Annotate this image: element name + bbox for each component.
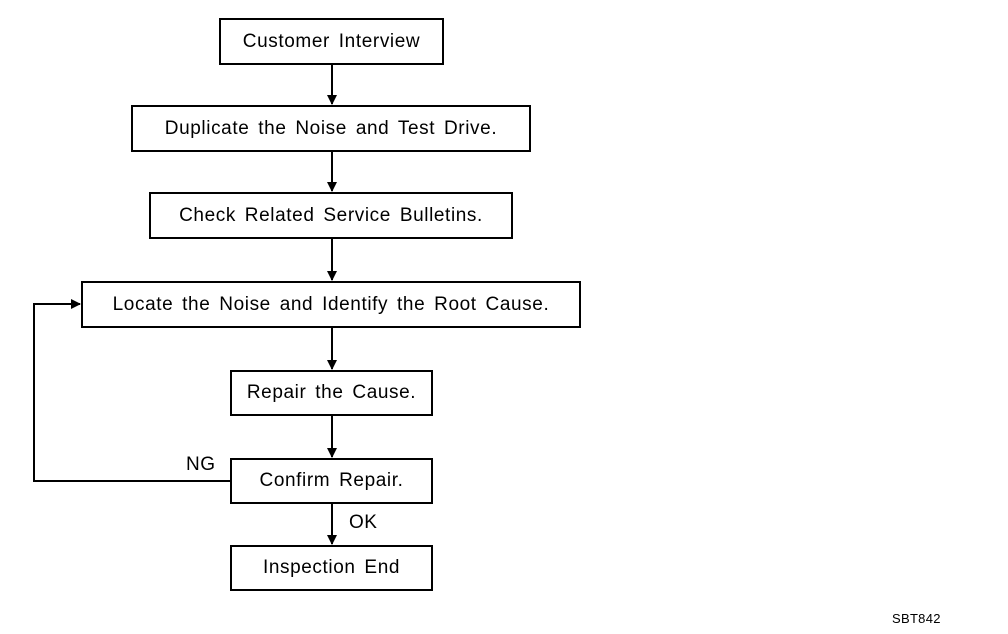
arrow-confirm-to-locate-ng	[33, 299, 230, 482]
step-customer-interview: Customer Interview	[219, 18, 444, 65]
step-confirm-repair: Confirm Repair.	[230, 458, 433, 504]
figure-code: SBT842	[892, 611, 941, 626]
step-locate-noise: Locate the Noise and Identify the Root C…	[81, 281, 581, 328]
step-repair-cause: Repair the Cause.	[230, 370, 433, 416]
step-duplicate-noise: Duplicate the Noise and Test Drive.	[131, 105, 531, 152]
step-label: Confirm Repair.	[259, 470, 404, 491]
step-label: Check Related Service Bulletins.	[179, 204, 483, 226]
step-label: Duplicate the Noise and Test Drive.	[164, 117, 498, 139]
step-label: Inspection End	[262, 557, 401, 578]
step-label: Repair the Cause.	[246, 382, 417, 403]
step-inspection-end: Inspection End	[230, 545, 433, 591]
step-label: Customer Interview	[242, 30, 421, 52]
step-label: Locate the Noise and Identify the Root C…	[112, 293, 550, 315]
edge-label-ok: OK	[349, 512, 378, 533]
edge-label-ng: NG	[186, 454, 216, 475]
step-check-bulletins: Check Related Service Bulletins.	[149, 192, 513, 239]
